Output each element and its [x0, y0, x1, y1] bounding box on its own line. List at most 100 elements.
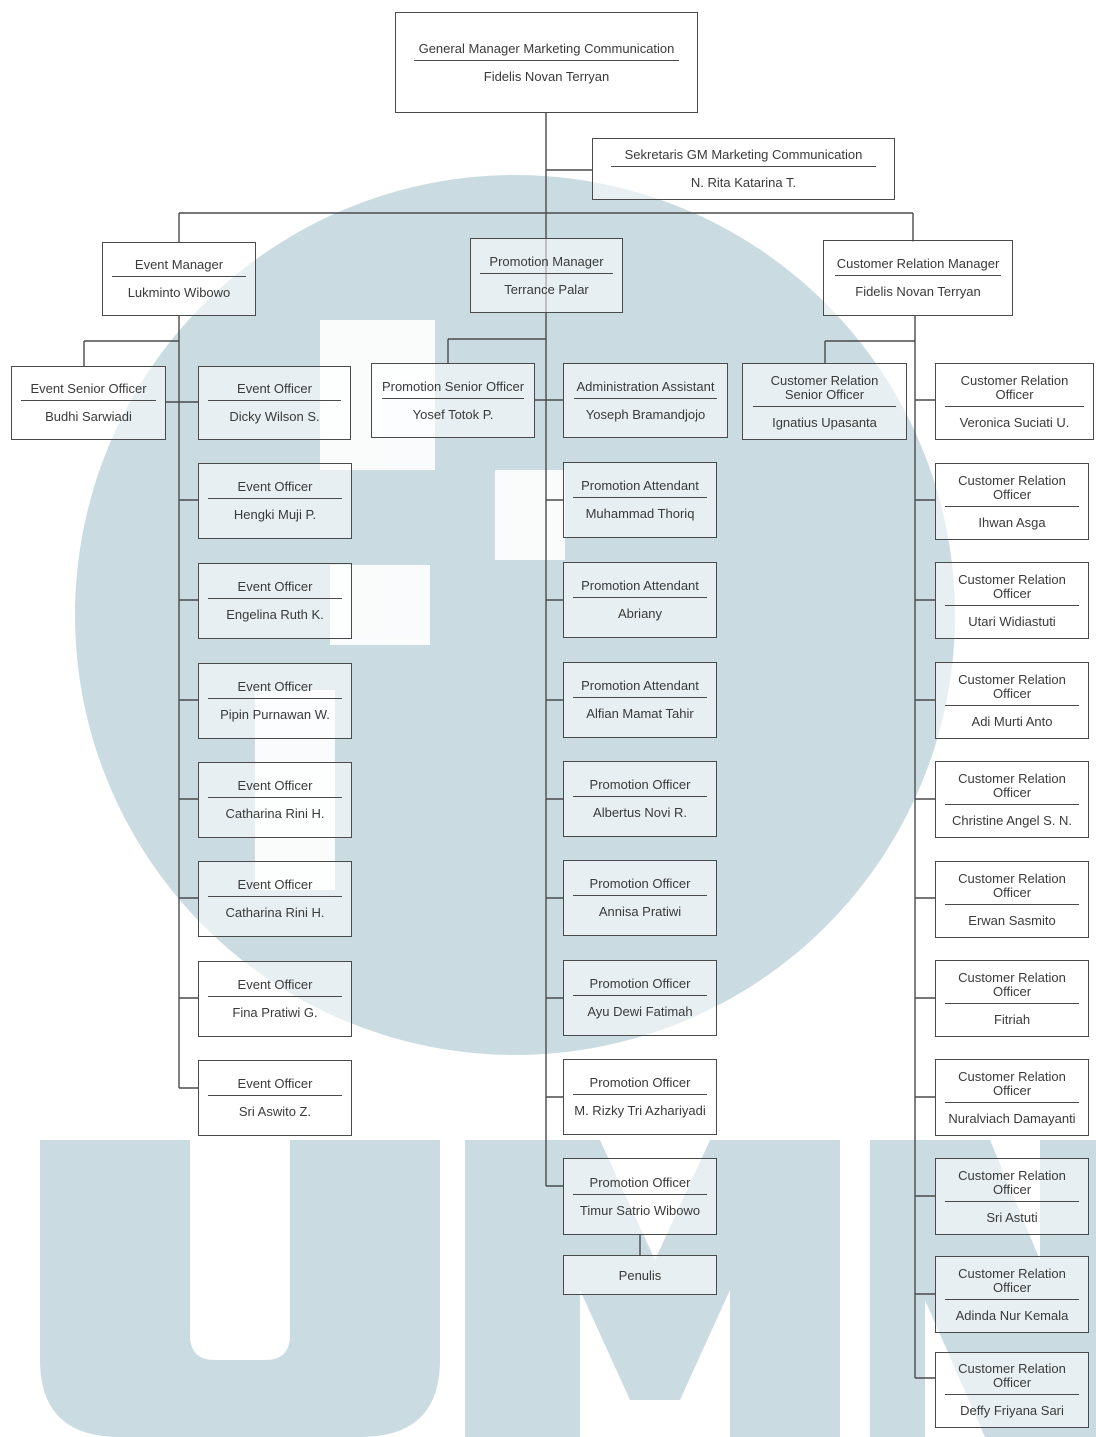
node-general-manager: General Manager Marketing Communication …	[395, 12, 698, 113]
node-name: Utari Widiastuti	[968, 613, 1056, 629]
node-name: Adi Murti Anto	[971, 713, 1053, 729]
node-promotion-senior-officer: Promotion Senior Officer Yosef Totok P.	[371, 363, 535, 438]
node-title: Customer Relation Senior Officer	[752, 373, 897, 407]
node-cr-officer: Customer Relation Officer Adinda Nur Kem…	[935, 1256, 1089, 1333]
node-name: Fitriah	[993, 1011, 1031, 1027]
node-cr-officer: Customer Relation Officer Adi Murti Anto	[935, 662, 1089, 739]
node-name: Albertus Novi R.	[593, 805, 687, 820]
node-name: Veronica Suciati U.	[959, 414, 1070, 430]
node-title: Event Senior Officer	[21, 382, 156, 401]
node-promotion-staff: Promotion Attendant Abriany	[563, 562, 717, 638]
node-promotion-staff: Promotion Officer M. Rizky Tri Azhariyad…	[563, 1059, 717, 1135]
node-promotion-staff: Promotion Officer Albertus Novi R.	[563, 761, 717, 837]
node-name: Deffy Friyana Sari	[960, 1403, 1064, 1418]
node-name: Abriany	[617, 606, 663, 621]
node-name: Sri Aswito Z.	[238, 1104, 312, 1119]
node-title: General Manager Marketing Communication	[414, 41, 679, 61]
node-name: M. Rizky Tri Azhariyadi	[574, 1103, 706, 1118]
node-name: Penulis	[618, 1267, 662, 1283]
node-name: Dicky Wilson S.	[229, 409, 320, 424]
node-cr-officer: Customer Relation Officer Nuralviach Dam…	[935, 1059, 1089, 1136]
node-name: Erwan Sasmito	[968, 912, 1056, 928]
node-name: Ignatius Upasanta	[772, 414, 877, 430]
node-cr-officer: Customer Relation Officer Veronica Sucia…	[935, 363, 1094, 440]
node-name: Sri Astuti	[986, 1209, 1038, 1225]
node-name: Timur Satrio Wibowo	[579, 1202, 701, 1218]
node-cr-officer: Customer Relation Officer Utari Widiastu…	[935, 562, 1089, 639]
node-name: Pipin Purnawan W.	[220, 707, 330, 722]
node-name: Ihwan Asga	[978, 514, 1046, 530]
node-cr-manager: Customer Relation Manager Fidelis Novan …	[823, 240, 1013, 316]
node-secretary: Sekretaris GM Marketing Communication N.…	[592, 138, 895, 200]
node-title: Customer Relation Officer	[945, 373, 1084, 407]
node-name: Hengki Muji P.	[233, 507, 317, 522]
node-name: Nuralviach Damayanti	[948, 1110, 1076, 1126]
node-title: Customer Relation Officer	[945, 771, 1079, 805]
node-title: Promotion Attendant	[573, 679, 707, 698]
node-cr-officer: Customer Relation Officer Ihwan Asga	[935, 463, 1089, 540]
node-title: Administration Assistant	[573, 379, 718, 399]
node-event-officer: Event Officer Catharina Rini H.	[198, 861, 352, 937]
node-name: Terrance Palar	[504, 281, 589, 297]
node-promotion-staff: Promotion Officer Timur Satrio Wibowo	[563, 1158, 717, 1235]
node-promotion-staff: Promotion Attendant Muhammad Thoriq	[563, 462, 717, 538]
node-cr-officer: Customer Relation Officer Deffy Friyana …	[935, 1352, 1089, 1428]
node-name: Annisa Pratiwi	[598, 904, 682, 919]
node-cr-officer: Customer Relation Officer Christine Ange…	[935, 761, 1089, 838]
node-event-officer: Event Officer Sri Aswito Z.	[198, 1060, 352, 1136]
node-title: Promotion Officer	[573, 1175, 707, 1195]
node-title: Event Officer	[208, 580, 342, 599]
node-event-officer: Event Officer Dicky Wilson S.	[198, 366, 351, 440]
node-name: Yosef Totok P.	[412, 406, 494, 422]
node-title: Promotion Attendant	[573, 479, 707, 498]
node-title: Promotion Officer	[573, 1076, 707, 1095]
node-name: Muhammad Thoriq	[585, 506, 695, 521]
node-name: Ayu Dewi Fatimah	[587, 1004, 693, 1019]
node-name: N. Rita Katarina T.	[690, 175, 797, 190]
node-event-manager: Event Manager Lukminto Wibowo	[102, 242, 256, 316]
node-name: Lukminto Wibowo	[127, 285, 231, 300]
node-promotion-staff: Promotion Attendant Alfian Mamat Tahir	[563, 662, 717, 738]
node-name: Fina Pratiwi G.	[232, 1005, 318, 1020]
node-title: Customer Relation Officer	[945, 1168, 1079, 1202]
node-cr-officer: Customer Relation Officer Sri Astuti	[935, 1158, 1089, 1235]
node-penulis: Penulis	[563, 1255, 717, 1295]
node-name: Fidelis Novan Terryan	[483, 68, 610, 84]
node-event-officer: Event Officer Engelina Ruth K.	[198, 563, 352, 639]
node-name: Engelina Ruth K.	[226, 607, 324, 622]
node-title: Customer Relation Officer	[945, 1362, 1079, 1395]
node-cr-officer: Customer Relation Officer Fitriah	[935, 960, 1089, 1037]
node-title: Customer Relation Officer	[945, 473, 1079, 507]
node-event-senior-officer: Event Senior Officer Budhi Sarwiadi	[11, 366, 166, 440]
node-title: Promotion Officer	[573, 877, 707, 896]
node-name: Fidelis Novan Terryan	[855, 284, 981, 299]
node-title: Promotion Officer	[573, 778, 707, 797]
node-event-officer: Event Officer Catharina Rini H.	[198, 762, 352, 838]
node-title: Customer Relation Officer	[945, 1069, 1079, 1103]
node-title: Event Officer	[208, 680, 342, 699]
node-promotion-manager: Promotion Manager Terrance Palar	[470, 238, 623, 313]
node-title: Event Officer	[208, 878, 342, 897]
node-title: Customer Relation Officer	[945, 1266, 1079, 1300]
node-cr-officer: Customer Relation Officer Erwan Sasmito	[935, 861, 1089, 938]
node-name: Yoseph Bramandjojo	[585, 406, 706, 422]
node-title: Customer Relation Officer	[945, 970, 1079, 1004]
node-name: Catharina Rini H.	[225, 806, 325, 821]
node-name: Catharina Rini H.	[225, 905, 325, 920]
node-title: Event Manager	[112, 258, 246, 277]
node-promotion-staff: Promotion Officer Ayu Dewi Fatimah	[563, 960, 717, 1036]
node-cr-senior-officer: Customer Relation Senior Officer Ignatiu…	[742, 363, 907, 440]
node-title: Event Officer	[208, 382, 341, 401]
node-title: Event Officer	[208, 1077, 342, 1096]
node-title: Customer Relation Manager	[835, 257, 1001, 276]
node-title: Promotion Senior Officer	[381, 379, 525, 399]
node-promotion-staff: Promotion Officer Annisa Pratiwi	[563, 860, 717, 936]
node-event-officer: Event Officer Fina Pratiwi G.	[198, 961, 352, 1037]
node-title: Promotion Attendant	[573, 579, 707, 598]
node-name: Alfian Mamat Tahir	[586, 706, 694, 721]
node-name: Christine Angel S. N.	[952, 812, 1072, 828]
node-title: Promotion Manager	[480, 254, 613, 274]
node-title: Sekretaris GM Marketing Communication	[611, 148, 876, 167]
node-name: Adinda Nur Kemala	[955, 1307, 1069, 1323]
node-title: Event Officer	[208, 480, 342, 499]
